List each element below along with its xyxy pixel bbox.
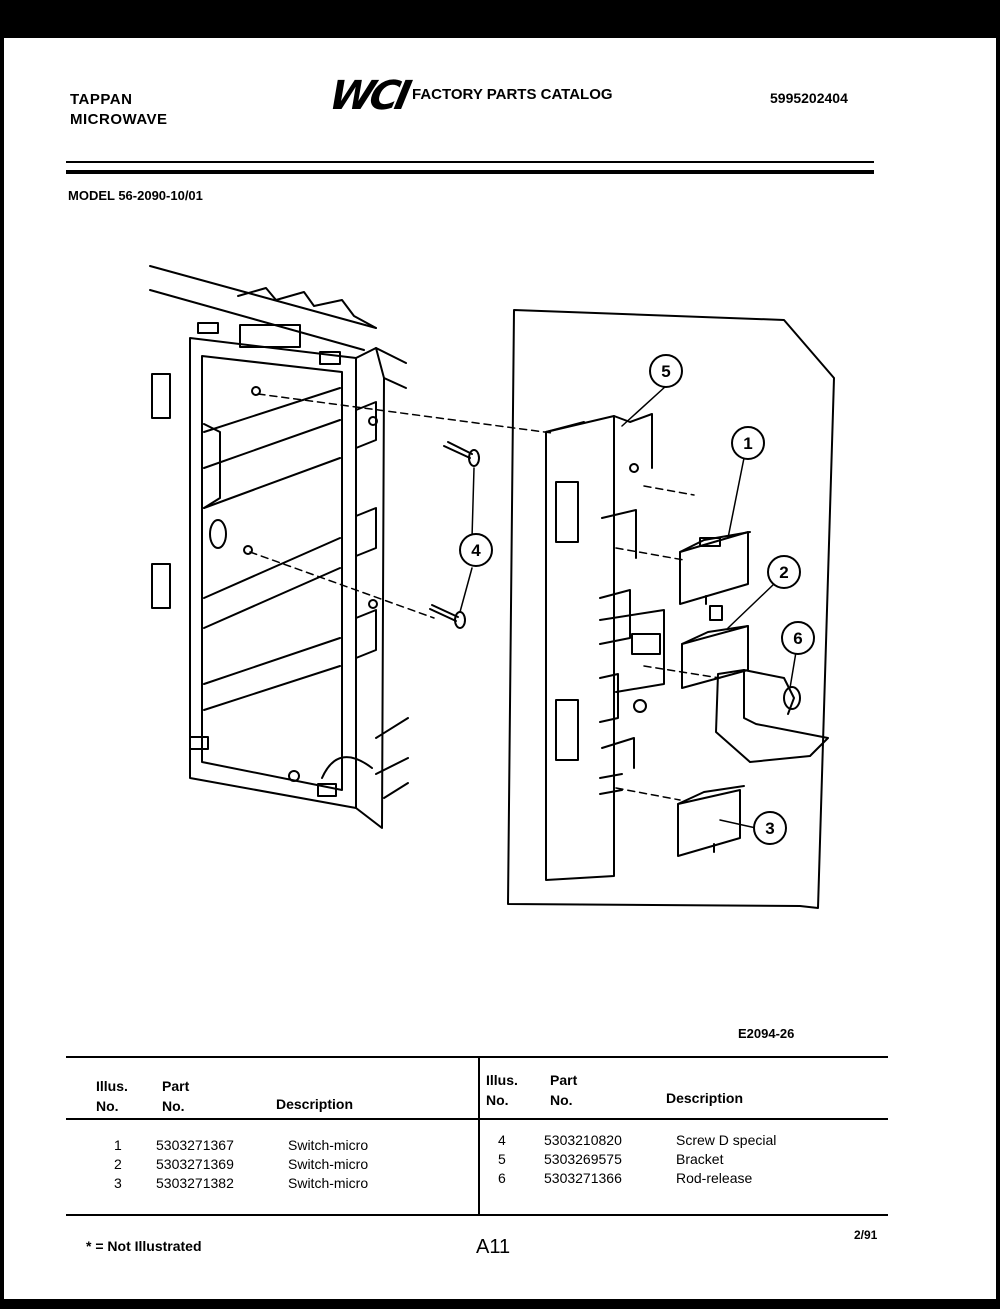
table-rule-header — [66, 1118, 888, 1120]
illus-no: 6 — [498, 1170, 506, 1186]
part-no: 5303210820 — [544, 1132, 622, 1148]
leader-lines — [249, 393, 721, 801]
callout-4: 4 — [459, 533, 493, 567]
callout-4-label: 4 — [471, 541, 481, 560]
callout-leaders — [459, 385, 797, 829]
callout-2: 2 — [767, 555, 801, 589]
callout-5-label: 5 — [661, 362, 670, 381]
hdr-illus-left-1: Illus. — [96, 1078, 128, 1094]
brand-line-1: TAPPAN — [70, 91, 133, 108]
callout-2-label: 2 — [779, 563, 788, 582]
callout-6-label: 6 — [793, 629, 802, 648]
table-rule-top — [66, 1056, 888, 1058]
part-description: Switch-micro — [288, 1156, 369, 1172]
brand-line-2: MICROWAVE — [70, 111, 168, 128]
illus-no: 1 — [114, 1137, 122, 1153]
rod-release-drawing — [715, 669, 829, 763]
part-no: 5303271366 — [544, 1170, 622, 1186]
figure-code: E2094-26 — [738, 1026, 795, 1041]
hdr-illus-left-2: No. — [96, 1098, 119, 1114]
catalog-title: FACTORY PARTS CATALOG — [412, 86, 613, 103]
part-description: Switch-micro — [288, 1175, 369, 1191]
part-description: Bracket — [676, 1151, 724, 1167]
page-number: A11 — [476, 1236, 511, 1258]
part-no: 5303271367 — [156, 1137, 234, 1153]
part-description: Rod-release — [676, 1170, 753, 1186]
part-description: Screw D special — [676, 1132, 777, 1148]
part-no: 5303269575 — [544, 1151, 622, 1167]
header-rule-top — [66, 161, 874, 163]
hdr-part-left-1: Part — [162, 1078, 190, 1094]
catalog-number: 5995202404 — [770, 90, 848, 106]
callout-1-label: 1 — [743, 434, 752, 453]
callout-1: 1 — [731, 426, 765, 460]
table-divider — [478, 1058, 480, 1216]
catalog-header: WCI FACTORY PARTS CATALOG — [325, 73, 612, 119]
switch-1-drawing — [679, 531, 751, 605]
table-rule-bottom — [66, 1214, 888, 1216]
part-no: 5303271369 — [156, 1156, 234, 1172]
hdr-illus-right-1: Illus. — [486, 1072, 518, 1088]
hdr-part-right-2: No. — [550, 1092, 573, 1108]
model-number: MODEL 56-2090-10/01 — [68, 188, 203, 203]
part-no: 5303271382 — [156, 1175, 234, 1191]
illus-no: 4 — [498, 1132, 506, 1148]
hdr-description-left: Description — [276, 1096, 354, 1112]
hdr-description-right: Description — [666, 1090, 744, 1106]
cabinet-frame-drawing — [149, 265, 409, 829]
callout-3: 3 — [753, 811, 787, 845]
illus-no: 3 — [114, 1175, 122, 1191]
callout-layer: 5 1 2 6 3 4 — [459, 354, 815, 845]
header-rule-bottom — [66, 170, 874, 174]
switch-3-drawing — [677, 785, 745, 857]
not-illustrated-note: * = Not Illustrated — [86, 1238, 202, 1254]
illus-no: 5 — [498, 1151, 506, 1167]
revision-date: 2/91 — [854, 1228, 878, 1242]
callout-6: 6 — [781, 621, 815, 655]
illus-no: 2 — [114, 1156, 122, 1172]
part-description: Switch-micro — [288, 1137, 369, 1153]
callout-5: 5 — [649, 354, 683, 388]
exploded-parts-diagram — [149, 265, 835, 909]
hdr-part-right-1: Part — [550, 1072, 578, 1088]
hdr-part-left-2: No. — [162, 1098, 185, 1114]
callout-3-label: 3 — [765, 819, 774, 838]
detail-box-outline — [507, 309, 835, 909]
hdr-illus-right-2: No. — [486, 1092, 509, 1108]
catalog-page: TAPPAN MICROWAVE WCI FACTORY PARTS CATAL… — [4, 38, 996, 1299]
bracket-drawing — [545, 413, 665, 881]
